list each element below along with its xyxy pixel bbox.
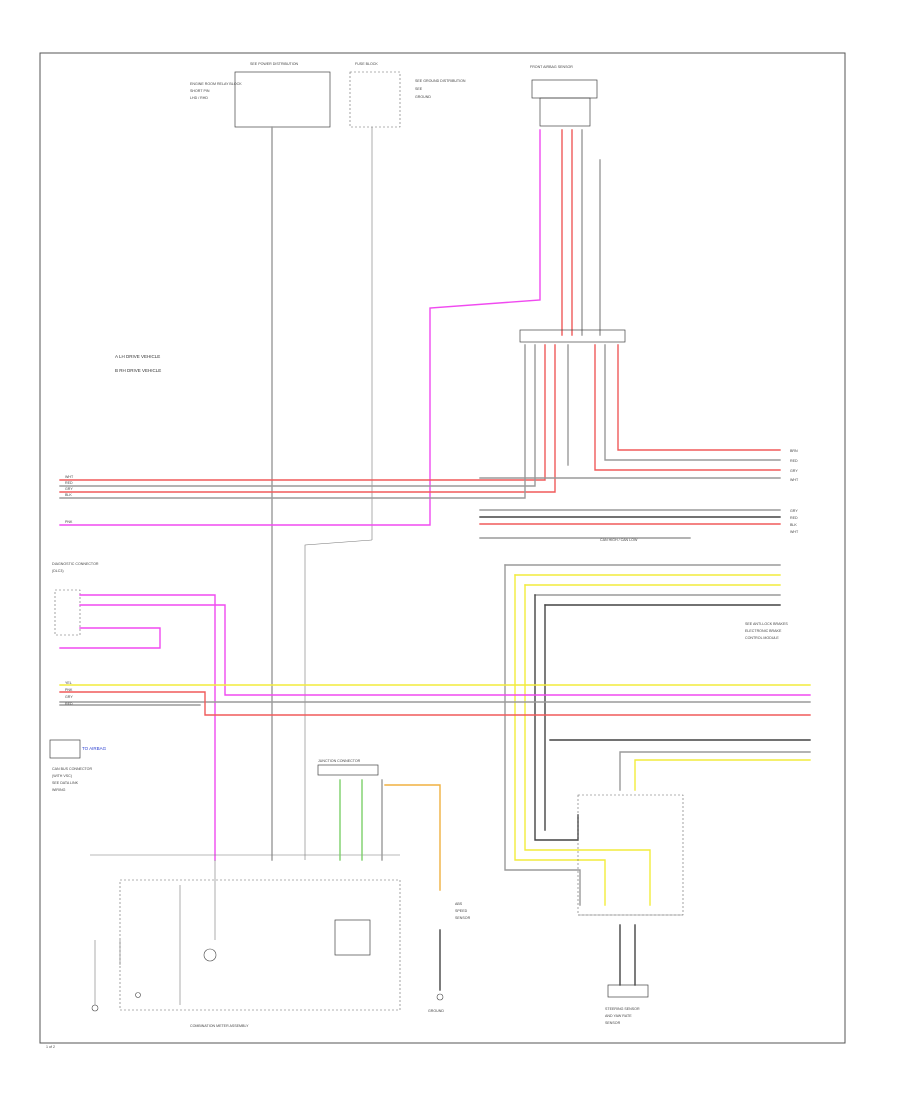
legend-item-a: A LH DRIVE VEHICLE	[115, 354, 160, 359]
rv-gray	[504, 564, 581, 906]
diagram-frame	[39, 52, 846, 1044]
svg-text:(DLC3): (DLC3)	[52, 569, 64, 573]
svg-text:SEE GROUND DISTRIBUTION: SEE GROUND DISTRIBUTION	[415, 79, 466, 83]
orange-wire	[384, 784, 441, 891]
right-module-caption: SEE ANTI-LOCK BRAKES	[745, 622, 788, 626]
svg-text:SHORT PIN: SHORT PIN	[190, 89, 210, 93]
svg-text:ABS: ABS	[455, 902, 463, 906]
svg-text:GRY: GRY	[790, 469, 798, 473]
svg-text:FUSE BLOCK: FUSE BLOCK	[355, 62, 378, 66]
lower-bus-gray-3	[619, 751, 811, 791]
lower-bus-red	[59, 691, 811, 716]
gray-right-1	[604, 344, 781, 461]
svg-text:PNK: PNK	[65, 688, 73, 692]
rv-yellow-2	[524, 584, 651, 906]
svg-text:CAN BUS CONNECTOR: CAN BUS CONNECTOR	[52, 767, 92, 771]
svg-text:ELECTRONIC BRAKE: ELECTRONIC BRAKE	[745, 629, 782, 633]
pink-dlc-1	[79, 594, 216, 861]
svg-text:YEL: YEL	[65, 681, 72, 685]
center-connector	[317, 764, 379, 776]
left-wire-labels: WHT RED GRY BLK PNK	[65, 475, 74, 524]
svg-text:WIRING: WIRING	[52, 788, 66, 792]
pink-wire-main	[59, 129, 541, 526]
steering-sensor-module: STEERING SENSOR AND YAW RATE SENSOR	[577, 794, 684, 1025]
svg-text:FRONT AIRBAG SENSOR: FRONT AIRBAG SENSOR	[530, 65, 573, 69]
pink-dlc-3	[59, 627, 161, 649]
terminal-a	[135, 992, 141, 998]
engine-room-relay-block: SEE POWER DISTRIBUTION ENGINE ROOM RELAY…	[190, 62, 331, 128]
lower-bus-labels: YEL PNK GRY RED	[65, 681, 73, 706]
fuse-block: FUSE BLOCK SEE GROUND DISTRIBUTION SEE G…	[349, 62, 466, 128]
svg-text:RED: RED	[65, 702, 73, 706]
svg-text:TO AIRBAG: TO AIRBAG	[82, 746, 107, 751]
svg-text:LHD / RHD: LHD / RHD	[190, 96, 208, 100]
right-wire-labels: BRN RED GRY WHT GRY RED BLK WHT	[790, 449, 799, 534]
svg-text:GRY: GRY	[65, 695, 73, 699]
transistor-box	[334, 919, 371, 956]
svg-text:SEE: SEE	[415, 87, 423, 91]
svg-text:SEE POWER DISTRIBUTION: SEE POWER DISTRIBUTION	[250, 62, 299, 66]
rv-yellow-1	[514, 574, 606, 906]
svg-text:AND YAW RATE: AND YAW RATE	[605, 1014, 632, 1018]
svg-text:BLK: BLK	[790, 523, 797, 527]
rv-dark-1	[534, 594, 579, 841]
svg-text:SENSOR: SENSOR	[605, 1021, 621, 1025]
center-connector-label: JUNCTION CONNECTOR	[318, 759, 361, 763]
red-bus-1	[59, 344, 546, 481]
thin-gray-wire-2	[304, 539, 373, 860]
svg-text:WHT: WHT	[790, 530, 799, 534]
svg-text:WHT: WHT	[790, 478, 799, 482]
combination-meter-assembly: COMBINATION METER ASSEMBLY	[94, 860, 401, 1028]
svg-text:GRY: GRY	[790, 509, 798, 513]
gray-bus-1	[59, 344, 536, 487]
front-airbag-sensor-connector: FRONT AIRBAG SENSOR	[530, 65, 598, 127]
svg-text:BLK: BLK	[65, 493, 72, 497]
svg-text:WHT: WHT	[65, 475, 74, 479]
svg-text:GROUND: GROUND	[428, 1009, 444, 1013]
svg-text:RED: RED	[65, 481, 73, 485]
svg-text:DIAGNOSTIC CONNECTOR: DIAGNOSTIC CONNECTOR	[52, 562, 99, 566]
svg-text:PNK: PNK	[65, 520, 73, 524]
svg-text:CONTROL MODULE: CONTROL MODULE	[745, 636, 779, 640]
lower-bus-yellow-2	[634, 759, 811, 791]
can-bus-connector-module: TO AIRBAG CAN BUS CONNECTOR (WITH VSC) S…	[49, 739, 107, 792]
svg-text:SPEED: SPEED	[455, 909, 468, 913]
svg-text:COMBINATION METER ASSEMBLY: COMBINATION METER ASSEMBLY	[190, 1024, 249, 1028]
page-number: 1 of 2	[46, 1045, 55, 1049]
ground-sensor: ABS SPEED SENSOR GROUND	[428, 902, 471, 1013]
diagnostic-connector-module: DIAGNOSTIC CONNECTOR (DLC3)	[52, 562, 99, 636]
pink-dlc-2	[79, 604, 811, 696]
signal-label: CAN HIGH / CAN LOW	[600, 538, 638, 542]
svg-text:STEERING SENSOR: STEERING SENSOR	[605, 1007, 640, 1011]
gray-bus-2	[59, 344, 526, 499]
svg-text:BRN: BRN	[790, 449, 798, 453]
svg-text:RED: RED	[790, 516, 798, 520]
svg-text:SEE DATA LINK: SEE DATA LINK	[52, 781, 79, 785]
red-right-2	[617, 344, 781, 451]
svg-text:GRY: GRY	[65, 487, 73, 491]
svg-text:(WITH VSC): (WITH VSC)	[52, 774, 72, 778]
legend-item-b: B RH DRIVE VEHICLE	[115, 368, 161, 373]
svg-text:SENSOR: SENSOR	[455, 916, 471, 920]
ground-terminal	[91, 1004, 99, 1012]
svg-text:GROUND: GROUND	[415, 95, 431, 99]
red-right-1	[594, 344, 781, 471]
svg-text:RED: RED	[790, 459, 798, 463]
svg-text:ENGINE ROOM RELAY BLOCK: ENGINE ROOM RELAY BLOCK	[190, 82, 242, 86]
red-bus-2	[59, 344, 556, 493]
junction-connector	[519, 329, 626, 343]
